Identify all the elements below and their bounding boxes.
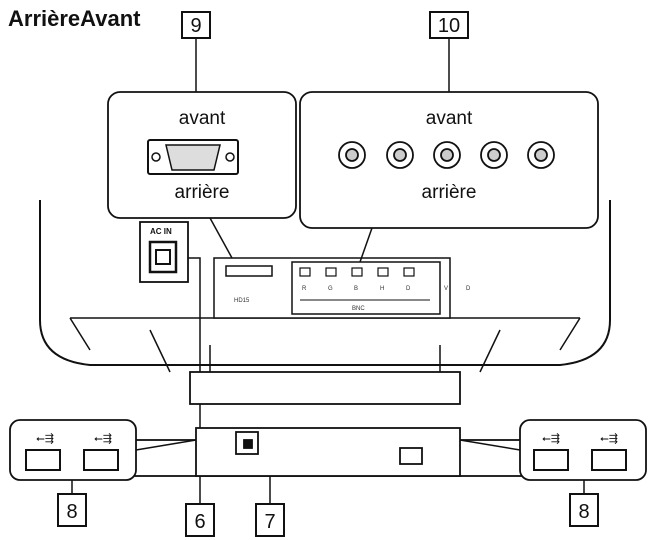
- inset-hd15: avant arrière: [107, 38, 297, 219]
- monitor-stand: [59, 371, 591, 477]
- usb-icon: ⭠⇶: [600, 432, 618, 445]
- inset-left-top-label: avant: [179, 108, 226, 129]
- svg-text:8: 8: [578, 501, 589, 523]
- svg-text:8: 8: [66, 501, 77, 523]
- vd-label-v: V: [444, 286, 448, 292]
- input1-label: HD15: [234, 298, 250, 304]
- bnc-panel: [291, 261, 441, 315]
- bnc-connector-icons: [338, 141, 555, 169]
- callout-8-right: 8: [569, 493, 599, 527]
- callout-9: 9: [181, 11, 211, 39]
- hd15-port: [225, 265, 273, 277]
- diagram-title: ArrièreAvant: [8, 6, 141, 31]
- ac-in-label: AC IN: [150, 227, 172, 236]
- inset-bnc: avant arrière: [299, 38, 599, 229]
- inset-right-bottom-label: arrière: [422, 182, 477, 203]
- ac-in-socket: [148, 240, 178, 274]
- vd-label-d: D: [466, 286, 471, 292]
- callout-10: 10: [429, 11, 469, 39]
- inset-right-top-label: avant: [426, 108, 473, 129]
- svg-text:10: 10: [438, 15, 460, 37]
- hd15-connector-icon: [147, 139, 239, 175]
- callout-8-left: 8: [57, 493, 87, 527]
- usb-icon: ⭠⇶: [542, 432, 560, 445]
- input2-label: BNC: [352, 306, 365, 312]
- svg-text:7: 7: [264, 511, 275, 533]
- bnc-port-row: [299, 267, 415, 277]
- inset-left-bottom-label: arrière: [175, 182, 230, 203]
- bnc-label-b: B: [354, 286, 358, 292]
- svg-text:9: 9: [190, 15, 201, 37]
- svg-text:6: 6: [194, 511, 205, 533]
- callout-7: 7: [255, 503, 285, 537]
- bnc-label-g: G: [328, 286, 333, 292]
- usb-hub-right: ⭠⇶ ⭠⇶: [459, 419, 647, 494]
- bnc-label-r: R: [302, 286, 307, 292]
- bnc-label-d: D: [406, 286, 411, 292]
- connector-panel: AC IN HD15 R G B H D V D BNC: [139, 221, 471, 319]
- usb-icon: ⭠⇶: [36, 432, 54, 445]
- usb-icon: ⭠⇶: [94, 432, 112, 445]
- bnc-label-h: H: [380, 286, 384, 292]
- usb-hub-left: ⭠⇶ ⭠⇶: [9, 419, 197, 494]
- callout-6: 6: [185, 503, 215, 537]
